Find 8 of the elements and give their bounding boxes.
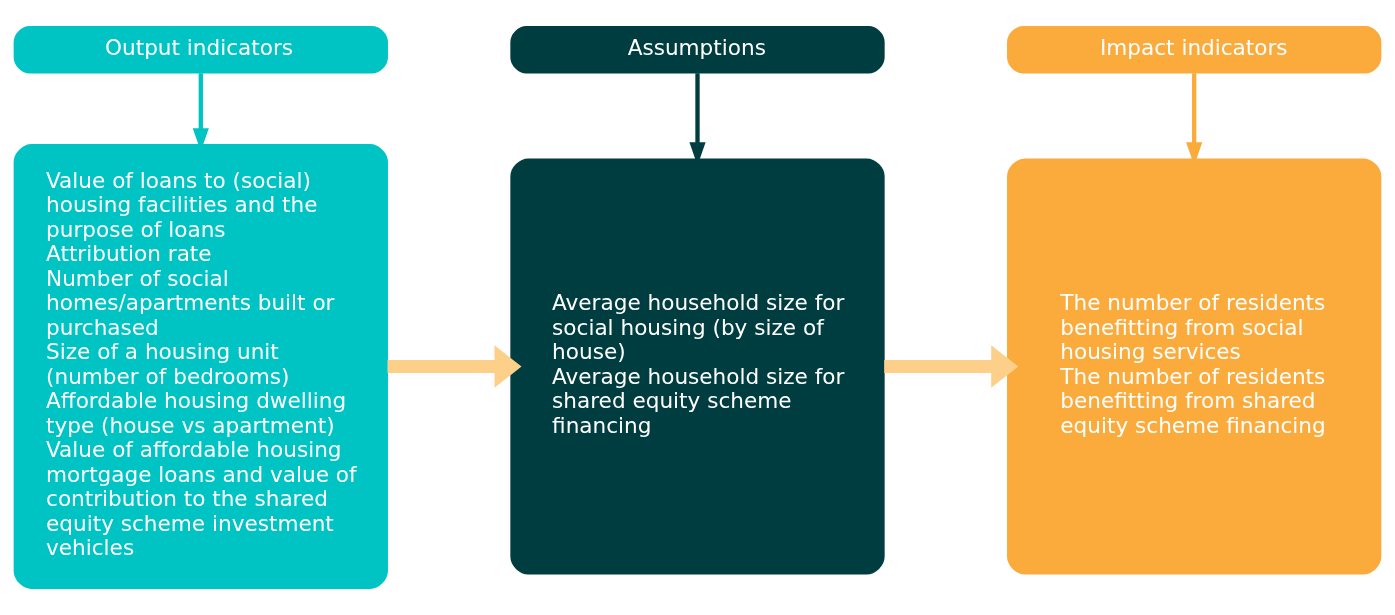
node-box: Impact indicators [1007,26,1382,74]
node-box: Output indicators [13,26,388,74]
node-box: Assumptions [510,26,885,74]
arrow [884,345,1019,388]
node-box: Value of loans to (social) housing facilities and the purpose of loans Attribution rate Number of social homes/apartments built or purchased Size of a housing unit (number of bedrooms) Affordable housing dwelling type (house vs apartment) Value of affordable housing mortgage loans and value of contribution to the shared equity scheme investment vehicles [13,144,388,589]
node-box: The number of residents benefitting from social housing services The number of residents benefitting from shared equity scheme financing [1007,158,1382,575]
node-box: Average household size for social housing (by size of house) Average household size for shared equity scheme financing [510,158,885,575]
arrow [387,345,522,388]
